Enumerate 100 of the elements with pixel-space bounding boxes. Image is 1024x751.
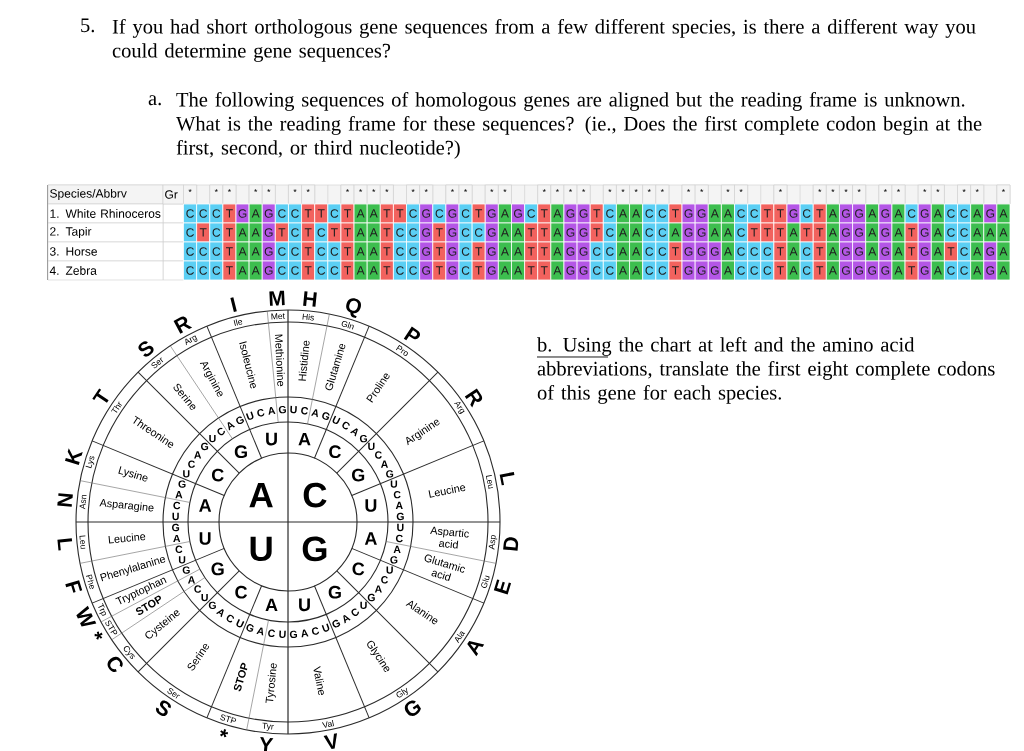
nucleotide-cell: T <box>589 222 604 243</box>
amino-acid-letter: Q <box>346 298 362 319</box>
second-base-letter: G <box>328 585 341 599</box>
nucleotide-cell: A <box>865 203 880 224</box>
nucleotide-cell: C <box>957 241 972 262</box>
amino-acid-name: Leucine <box>428 485 466 498</box>
nucleotide-cell: A <box>891 222 906 243</box>
nucleotide-cell: C <box>602 260 617 281</box>
third-base-letter: U <box>236 619 245 628</box>
nucleotide-cell: T <box>773 241 788 262</box>
nucleotide-cell: G <box>983 203 998 224</box>
nucleotide-cell: A <box>248 203 263 224</box>
nucleotide-cell: C <box>288 203 302 224</box>
nucleotide-cell: A <box>497 241 512 262</box>
nucleotide-cell: T <box>196 222 211 243</box>
third-base-letter: U <box>290 405 297 414</box>
third-base-letter: G <box>322 412 330 420</box>
nucleotide-cell: T <box>222 203 237 224</box>
nucleotide-cell: T <box>524 222 539 243</box>
nucleotide-cell: A <box>235 222 250 243</box>
nucleotide-cell: C <box>747 241 762 262</box>
nucleotide-cell: C <box>655 241 670 262</box>
nucleotide-cell: A <box>825 260 840 281</box>
nucleotide-cell: G <box>839 222 853 243</box>
nucleotide-cell: T <box>904 222 919 243</box>
nucleotide-cell: G <box>852 260 867 281</box>
amino-acid-abbreviation: His <box>302 313 314 321</box>
amino-acid-letter: I <box>230 297 237 313</box>
amino-acid-abbreviation: Glu <box>481 575 490 588</box>
nucleotide-cell: C <box>642 260 657 281</box>
third-base-letter: G <box>332 619 341 628</box>
third-base-letter: A <box>311 409 318 418</box>
amino-acid-name: Asparagine <box>99 499 154 513</box>
third-base-letter: A <box>194 451 202 459</box>
third-base-letter: U <box>183 470 190 478</box>
nucleotide-cell: G <box>917 260 932 281</box>
nucleotide-cell: T <box>812 241 827 262</box>
nucleotide-cell: A <box>629 241 644 262</box>
nucleotide-cell: T <box>537 203 552 224</box>
nucleotide-cell: G <box>983 241 998 262</box>
third-base-letter: C <box>175 545 183 554</box>
nucleotide-cell: T <box>537 222 552 243</box>
nucleotide-cell: G <box>878 203 893 224</box>
nucleotide-cell: A <box>550 241 565 262</box>
nucleotide-cell: C <box>393 241 407 262</box>
amino-acid-abbreviation: Gly <box>396 687 408 698</box>
nucleotide-cell: C <box>589 260 604 281</box>
third-base-letter: G <box>246 624 254 632</box>
third-base-letter: A <box>216 608 224 618</box>
nucleotide-cell: T <box>327 222 342 243</box>
nucleotide-cell: A <box>891 203 906 224</box>
nucleotide-cell: G <box>839 241 853 262</box>
amino-acid-name: STOP <box>233 662 248 692</box>
nucleotide-cell: G <box>261 260 276 281</box>
second-base-letter: U <box>365 499 377 512</box>
third-base-letter: A <box>227 421 236 431</box>
nucleotide-cell: C <box>314 222 329 243</box>
nucleotide-cell: C <box>799 241 814 262</box>
nucleotide-cell: T <box>340 260 355 281</box>
third-base-letter: A <box>374 585 382 593</box>
third-base-letter: U <box>386 566 393 574</box>
nucleotide-cell: C <box>944 260 958 281</box>
nucleotide-cell: C <box>209 260 224 281</box>
nucleotide-cell: C <box>183 260 198 281</box>
amino-acid-letter: P <box>403 326 420 341</box>
nucleotide-cell: T <box>773 203 788 224</box>
nucleotide-cell: C <box>393 260 407 281</box>
nucleotide-cell: C <box>314 241 329 262</box>
amino-acid-abbreviation: Asp <box>488 535 498 550</box>
nucleotide-cell: A <box>668 222 683 243</box>
amino-acid-abbreviation: Ile <box>233 319 243 326</box>
nucleotide-cell: A <box>550 222 565 243</box>
amino-acid-abbreviation: Leu <box>486 474 493 489</box>
third-base-letter: G <box>236 416 245 425</box>
nucleotide-cell: C <box>406 222 421 243</box>
third-base-letter: C <box>375 451 382 459</box>
second-base-letter: G <box>352 468 365 482</box>
nucleotide-cell: A <box>550 260 565 281</box>
nucleotide-cell: G <box>563 203 578 224</box>
nucleotide-cell: G <box>694 203 709 224</box>
amino-acid-letter: H <box>303 291 317 307</box>
third-base-letter: G <box>278 405 286 414</box>
nucleotide-cell: T <box>799 222 814 243</box>
amino-acid-abbreviation: Cys <box>123 646 135 659</box>
nucleotide-cell: T <box>340 241 355 262</box>
third-base-letter: C <box>351 608 359 616</box>
nucleotide-cell: T <box>379 222 394 243</box>
nucleotide-cell: C <box>314 260 329 281</box>
nucleotide-cell: G <box>917 241 932 262</box>
nucleotide-cell: T <box>314 203 329 224</box>
nucleotide-cell: T <box>524 241 539 262</box>
nucleotide-cell: A <box>353 241 368 262</box>
amino-acid-letter: T <box>92 388 109 403</box>
third-base-letter: C <box>226 614 235 623</box>
nucleotide-cell: C <box>602 241 617 262</box>
amino-acid-letter: E <box>493 579 512 595</box>
nucleotide-cell: A <box>511 260 525 281</box>
nucleotide-cell: A <box>721 241 735 262</box>
nucleotide-cell: T <box>773 260 788 281</box>
amino-acid-name: Lysine <box>118 466 148 482</box>
